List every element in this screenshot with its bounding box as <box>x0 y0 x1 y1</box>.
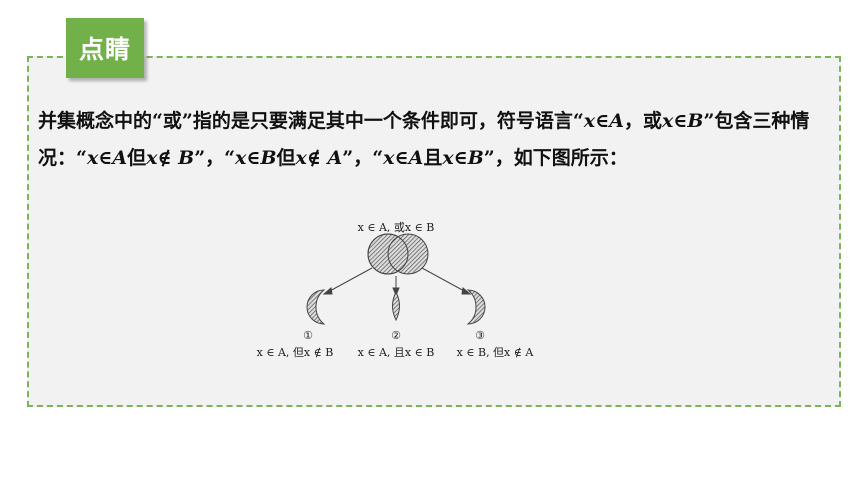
note-card <box>27 56 841 407</box>
math-symbol: ∈ <box>246 147 261 169</box>
case2-shape <box>392 290 400 322</box>
math-var: B <box>467 147 484 169</box>
text-run: 且 <box>423 147 443 169</box>
math-var: x <box>295 147 307 169</box>
math-var: B <box>260 147 277 169</box>
case3-number: ③ <box>475 329 485 342</box>
math-var: A <box>408 147 424 169</box>
text-run: ”，“ <box>342 147 384 169</box>
math-var: x <box>661 110 674 132</box>
math-var: A <box>327 147 343 169</box>
text-run: 并集概念中的“或”指的是只要满足其中一个条件即可，符号语言“ <box>38 110 584 132</box>
math-var: B <box>178 147 195 169</box>
math-symbol: ∈ <box>673 110 688 132</box>
math-var: A <box>609 110 624 132</box>
case2-label: x ∈ A, 且x ∈ B <box>358 346 435 359</box>
math-var: x <box>86 147 99 169</box>
math-symbol: ∈ <box>98 147 113 169</box>
math-var: x <box>146 147 158 169</box>
text-run: ”，如下图所示： <box>483 147 628 169</box>
math-var: x <box>442 147 454 169</box>
case1-number: ① <box>303 329 313 342</box>
text-run: ”包含三种情况：“ <box>38 110 810 169</box>
case3-shape <box>466 289 486 325</box>
math-var: x <box>583 110 596 132</box>
case3-label: x ∈ B, 但x ∉ A <box>457 346 535 359</box>
math-var: B <box>687 110 704 132</box>
math-symbol: ∈ <box>453 147 468 169</box>
case2-number: ② <box>391 329 401 342</box>
text-run: ，或 <box>623 110 662 132</box>
case1-label: x ∈ A, 但x ∉ B <box>257 346 334 359</box>
math-symbol: ∉ <box>157 147 179 169</box>
text-run: ”，“ <box>194 147 236 169</box>
diagram-top-label: x ∈ A, 或x ∈ B <box>358 221 435 234</box>
diagram-arrows <box>322 267 472 297</box>
case1-shape <box>306 289 326 325</box>
venn-diagram: x ∈ A, 或x ∈ B ① ② ③ x ∈ A, 但x ∉ B x ∈ A,… <box>257 221 535 359</box>
note-tag: 点睛 <box>66 18 144 78</box>
union-venn <box>367 233 429 275</box>
math-symbol: ∈ <box>394 147 409 169</box>
text-run: 但 <box>127 147 147 169</box>
math-symbol: ∈ <box>595 110 610 132</box>
math-symbol: ∉ <box>306 147 328 169</box>
text-run: 但 <box>276 147 296 169</box>
math-var: x <box>383 147 395 169</box>
math-var: A <box>112 147 128 169</box>
explanation-paragraph: 并集概念中的“或”指的是只要满足其中一个条件即可，符号语言“x∈A，或x∈B”包… <box>38 103 838 177</box>
math-var: x <box>235 147 247 169</box>
